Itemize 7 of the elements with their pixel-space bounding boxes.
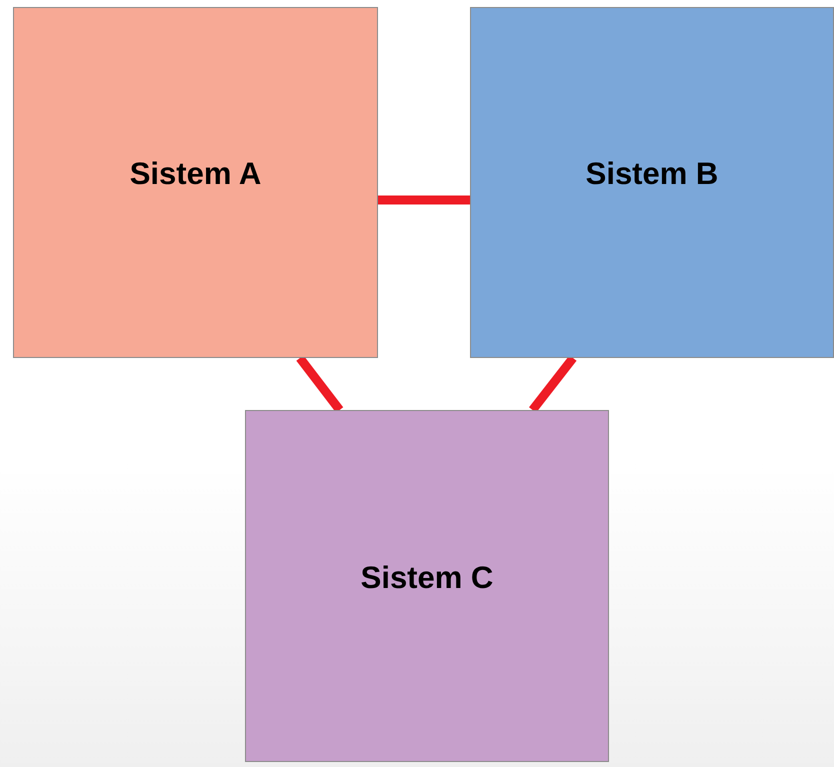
- system-box: [245, 410, 609, 762]
- box-title: Sistem A: [130, 155, 262, 194]
- system-box: [470, 7, 834, 358]
- box-title: Sistem C: [360, 558, 494, 597]
- system-box: [13, 7, 378, 358]
- box-title: Sistem B: [586, 155, 718, 194]
- connector-line: [378, 196, 470, 205]
